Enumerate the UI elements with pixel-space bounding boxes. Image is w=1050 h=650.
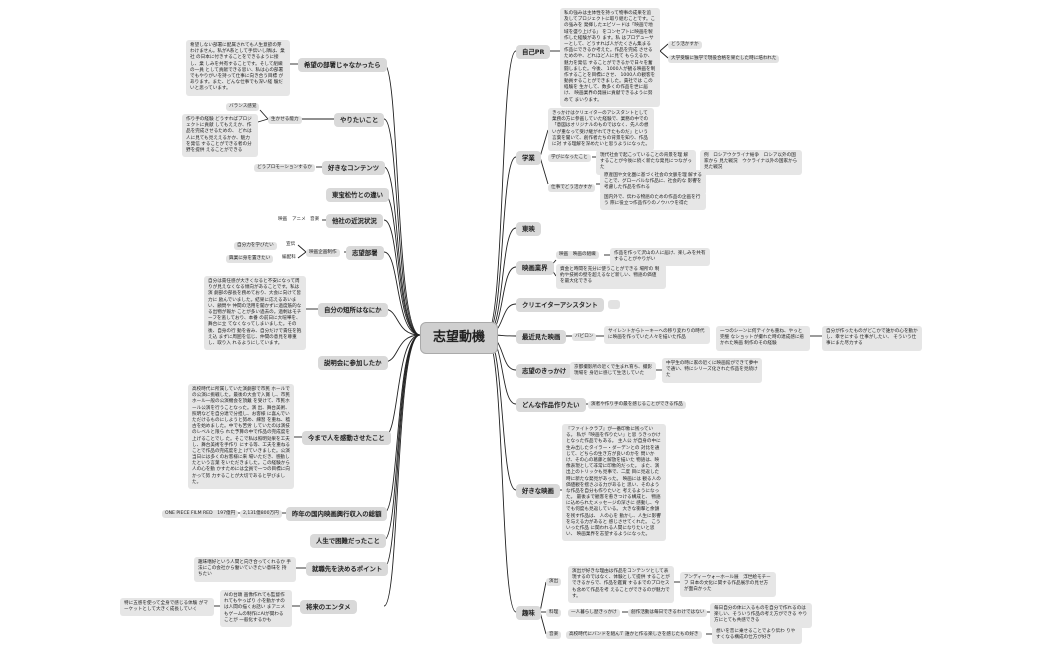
note-saikin-1: サイレントからトーキーへの移り変わりの時代 に映画を作っていた人々を描いた作品 xyxy=(604,326,710,345)
note-kandou: 高校時代に所属していた演劇部で市民 ホールでの公演に挑戦した。最後の大会で入賞 … xyxy=(188,384,294,489)
koushuu-onepiece[interactable]: ONE PIECE FILM RED 197億円 xyxy=(162,510,239,518)
shumi-ongaku-b[interactable]: 誰かと作る楽しさを感じたもの好き xyxy=(622,631,702,639)
branch-shisha-kinkyo[interactable]: 他社の近況状況 xyxy=(326,214,383,228)
branch-yaritai[interactable]: やりたいこと xyxy=(334,113,385,127)
branch-konnan[interactable]: 人生で困難だったこと xyxy=(310,534,386,548)
donna-sakuhin-note[interactable]: 演者や作り手の最を感じることができる作品 xyxy=(588,401,686,409)
koushuu-total[interactable]: 2,131億800万円 xyxy=(240,510,282,518)
note-shumi-k1: 演出が好きな理由は作品をコンテンツとして表 現するのではなく、体験として提供 す… xyxy=(568,566,674,603)
shumi-ongaku[interactable]: 音楽 xyxy=(546,631,562,639)
branch-jiko-pr[interactable]: 自己PR xyxy=(516,45,551,59)
shisha-eiga: 映画 xyxy=(278,217,288,222)
note-shumi-k1-2: アンディーウォーホール展 浮世絵モチーフ 日本の文化に関する作品展示の見せ方 が… xyxy=(680,572,776,597)
shisha-ongaku: 音楽 xyxy=(310,217,320,222)
branch-donna-sakuhin[interactable]: どんな作品作りたい xyxy=(516,398,586,412)
gakugyou-q2[interactable]: 仕事でどう活かすか xyxy=(548,184,596,192)
shibou-haikyu: 編配科 xyxy=(282,255,296,260)
note-jiko-pr: 私の強みは主体性を持って物事の成果を追 及してプロジェクトに取り組むことです。こ… xyxy=(560,8,660,107)
branch-kibou-busho[interactable]: 希望の部署じゃなかったら xyxy=(298,58,387,72)
branch-entame[interactable]: 将来のエンタメ xyxy=(300,600,357,614)
note-entame: AIの台頭 画像作れても監督作れてもやっぱり 小を動かすのは人間の描くお話い ま… xyxy=(220,590,292,627)
note-shumi-k2: 毎日自分の体に入るものを自分で作れるのは 楽しい、そういう作品の考え方ができる … xyxy=(710,603,812,628)
branch-saikin-eiga[interactable]: 最近見た映画 xyxy=(516,330,567,344)
assistant-empty[interactable] xyxy=(608,300,620,309)
branch-suki-contents[interactable]: 好きなコンテンツ xyxy=(322,161,386,175)
note-gakugyou: きっかけはクリエイターのアシスタントとして 業務の方に参画していた経験で、業務の… xyxy=(548,108,654,152)
branch-shumi[interactable]: 趣味 xyxy=(516,606,541,620)
branch-toho-shochiku[interactable]: 東宝松竹との違い xyxy=(326,188,390,202)
yaritai-balance[interactable]: バランス感覚 xyxy=(226,103,260,111)
shumi-ryouri[interactable]: 料理 xyxy=(546,609,562,617)
eiga-gyoukai-sub[interactable]: 映画 映画の組織 xyxy=(556,251,599,259)
branch-shibou-busho[interactable]: 志望部署 xyxy=(346,246,384,260)
branch-touei[interactable]: 東映 xyxy=(516,222,541,236)
branch-chousho[interactable]: 自分の短所はなにか xyxy=(318,303,388,317)
branch-kandou[interactable]: 今まで人を感動させたこと xyxy=(302,431,391,445)
saikin-babylon[interactable]: バビロン xyxy=(572,333,597,341)
branch-koushuu[interactable]: 昨年の国内映画興行収入の総額 xyxy=(286,507,388,521)
note-suki-eiga: 『ファイトクラブ』が一番印象に残っている。 私が「映画を作りたい」と思 うきっか… xyxy=(562,424,666,542)
suki-contents-promotion[interactable]: どうプロモーションするか xyxy=(254,164,315,172)
gakugyou-a1b: 例 ロシアウクライナ紛争 ロシア以外の国家から 見た戦況 ウクライナ以外の国家か… xyxy=(700,150,802,175)
shumi-ryouri-a[interactable]: 一人暮らし歴きっかけ xyxy=(568,609,620,617)
shumi-ryouri-b[interactable]: 創作活動は毎日できるわけではない xyxy=(628,609,708,617)
note-eiga-gyoukai-1: 作品を作って沢山の人に届け、楽しみを共有 することがやりがい xyxy=(610,248,710,267)
branch-assistant[interactable]: クリエイターアシスタント xyxy=(516,298,604,312)
shibou-a1[interactable]: 自分力を学びたい xyxy=(234,242,277,250)
note-entame-2: 特に五感を使って全身で感じる体験 がマーケットとして大きく成長していく xyxy=(120,598,214,617)
shibou-a2[interactable]: 興業に身を置きたい xyxy=(226,255,274,263)
shisha-anime: アニメ xyxy=(292,217,306,222)
shumi-engeki[interactable]: 演出 xyxy=(546,578,562,586)
branch-shushoku[interactable]: 就職先を決めるポイント xyxy=(306,562,389,576)
branch-setsumeikai[interactable]: 説明会に参加したか xyxy=(318,356,388,370)
note-saikin-3: 自分が作ったものがどこかで誰かの心を動かし、幸せにする 仕事がしたい、 そういう… xyxy=(822,326,922,351)
branch-gakugyou[interactable]: 学業 xyxy=(516,151,541,165)
jiko-pr-juken[interactable]: 大学受験に独学で現役合格を果たした時に培われた xyxy=(668,55,780,63)
note-shushoku: 趣味嗜好という人間と向き合ってくれるか 手 法にこの会社から働いていきたい意味を… xyxy=(194,557,296,582)
branch-kikkake[interactable]: 志望のきっかけ xyxy=(516,364,573,378)
jiko-pr-dou[interactable]: どう活かすか xyxy=(668,41,702,49)
branch-eiga-gyoukai[interactable]: 映画業界 xyxy=(516,261,554,275)
shibou-senden: 宣伝 xyxy=(286,242,296,247)
gakugyou-a3: 国内外で、伝わる物語のための作品の企画を行う 際に役立つ作品作りのノウハウを得た xyxy=(600,192,706,211)
note-kikkake-1: 京都撮影所の近くで生まれ育ち、撮影現場を 身近に感じて生活していた xyxy=(570,362,656,381)
root-node[interactable]: 志望動機 xyxy=(420,322,499,355)
note-yaritai: 作り手の経験 どうすればプロジェクトに貢献 してもええか、作品を完成させるための… xyxy=(182,114,258,158)
branch-suki-eiga[interactable]: 好きな映画 xyxy=(516,484,560,498)
gakugyou-q1[interactable]: 学びになったこと xyxy=(548,154,591,162)
note-chousho: 自分は責任感が大きくなると不安になって周 りが見えなくなる傾向があることです。私… xyxy=(204,276,306,351)
note-eiga-gyoukai-2: 資金と時間を充分に使うことができる 場所の 制約や技術の壁を超えるなど新しい、物… xyxy=(556,264,666,289)
shibou-eiga-kikaku[interactable]: 映画企画制作 xyxy=(306,249,340,257)
note-shumi-k3: 想いを音に乗せることでより伝わ りやすくなる構成の仕方が好き xyxy=(712,626,802,645)
note-kibou-busho: 希望しない部署に配属されても人生意欲の芽 わけません。私がA系として手伝いし隣は… xyxy=(186,40,290,96)
note-kikkake-2: 中学生の時に家の近くに映画館ができて夢中 で通い、特にシリーズ化された作品を見続… xyxy=(662,358,762,383)
gakugyou-a2: 原産国や文化圏に基づく社会の文脈を理 解することで、グローバルな作品に、社会的な… xyxy=(600,170,706,195)
shumi-ongaku-a[interactable]: 高校時代にバンドを組んでいた xyxy=(566,631,637,639)
note-saikin-2: 一つのシーンに何テイクも重ね、やっと完璧 なショットが撮れた時の達成感に惹かれた… xyxy=(716,326,810,351)
yaritai-skill[interactable]: 生かせる能力 xyxy=(268,116,302,124)
